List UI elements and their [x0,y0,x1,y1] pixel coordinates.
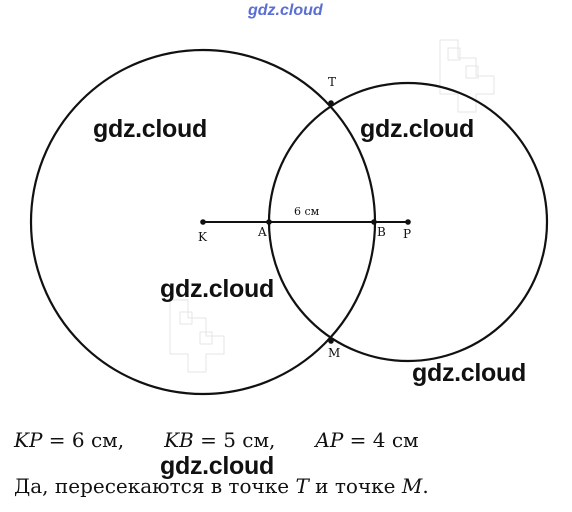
answer-part3: . [422,474,429,498]
point-t-dot [328,100,334,106]
label-point-a: A [258,225,267,239]
label-point-m: M [328,346,341,360]
eq3-value: = 4 см [343,428,419,452]
eq1-value: = 6 см, [42,428,125,452]
watermark-1: gdz.cloud [93,115,207,143]
given-lengths: KP = 6 см, KB = 5 см, AP = 4 см [14,428,419,452]
segment-length-label: 6 см [294,205,320,218]
watermark-4: gdz.cloud [412,359,526,387]
answer-part1: Да, пересекаются в точке [14,474,296,498]
watermark-3: gdz.cloud [160,275,274,303]
point-p-dot [405,219,411,225]
label-point-p: P [403,227,412,241]
label-point-t: T [328,75,337,89]
watermark-2: gdz.cloud [360,115,474,143]
watermark-top: gdz.cloud [248,2,323,19]
watermark-5: gdz.cloud [160,452,274,480]
answer-point-t: T [295,474,309,498]
point-k-dot [200,219,206,225]
answer-part2: и точке [308,474,402,498]
eq1-variable: KP [14,428,43,452]
answer-text: Да, пересекаются в точке T и точке M. [14,474,429,498]
point-m-dot [328,338,334,344]
eq2-value: = 5 см, [193,428,276,452]
eq3-variable: AP [315,428,344,452]
answer-point-m: M [401,474,423,498]
point-a-dot [266,219,272,225]
point-b-dot [371,219,377,225]
background-pattern [169,39,495,373]
eq2-variable: KB [164,428,194,452]
label-point-b: B [377,225,386,239]
label-point-k: K [198,230,207,244]
